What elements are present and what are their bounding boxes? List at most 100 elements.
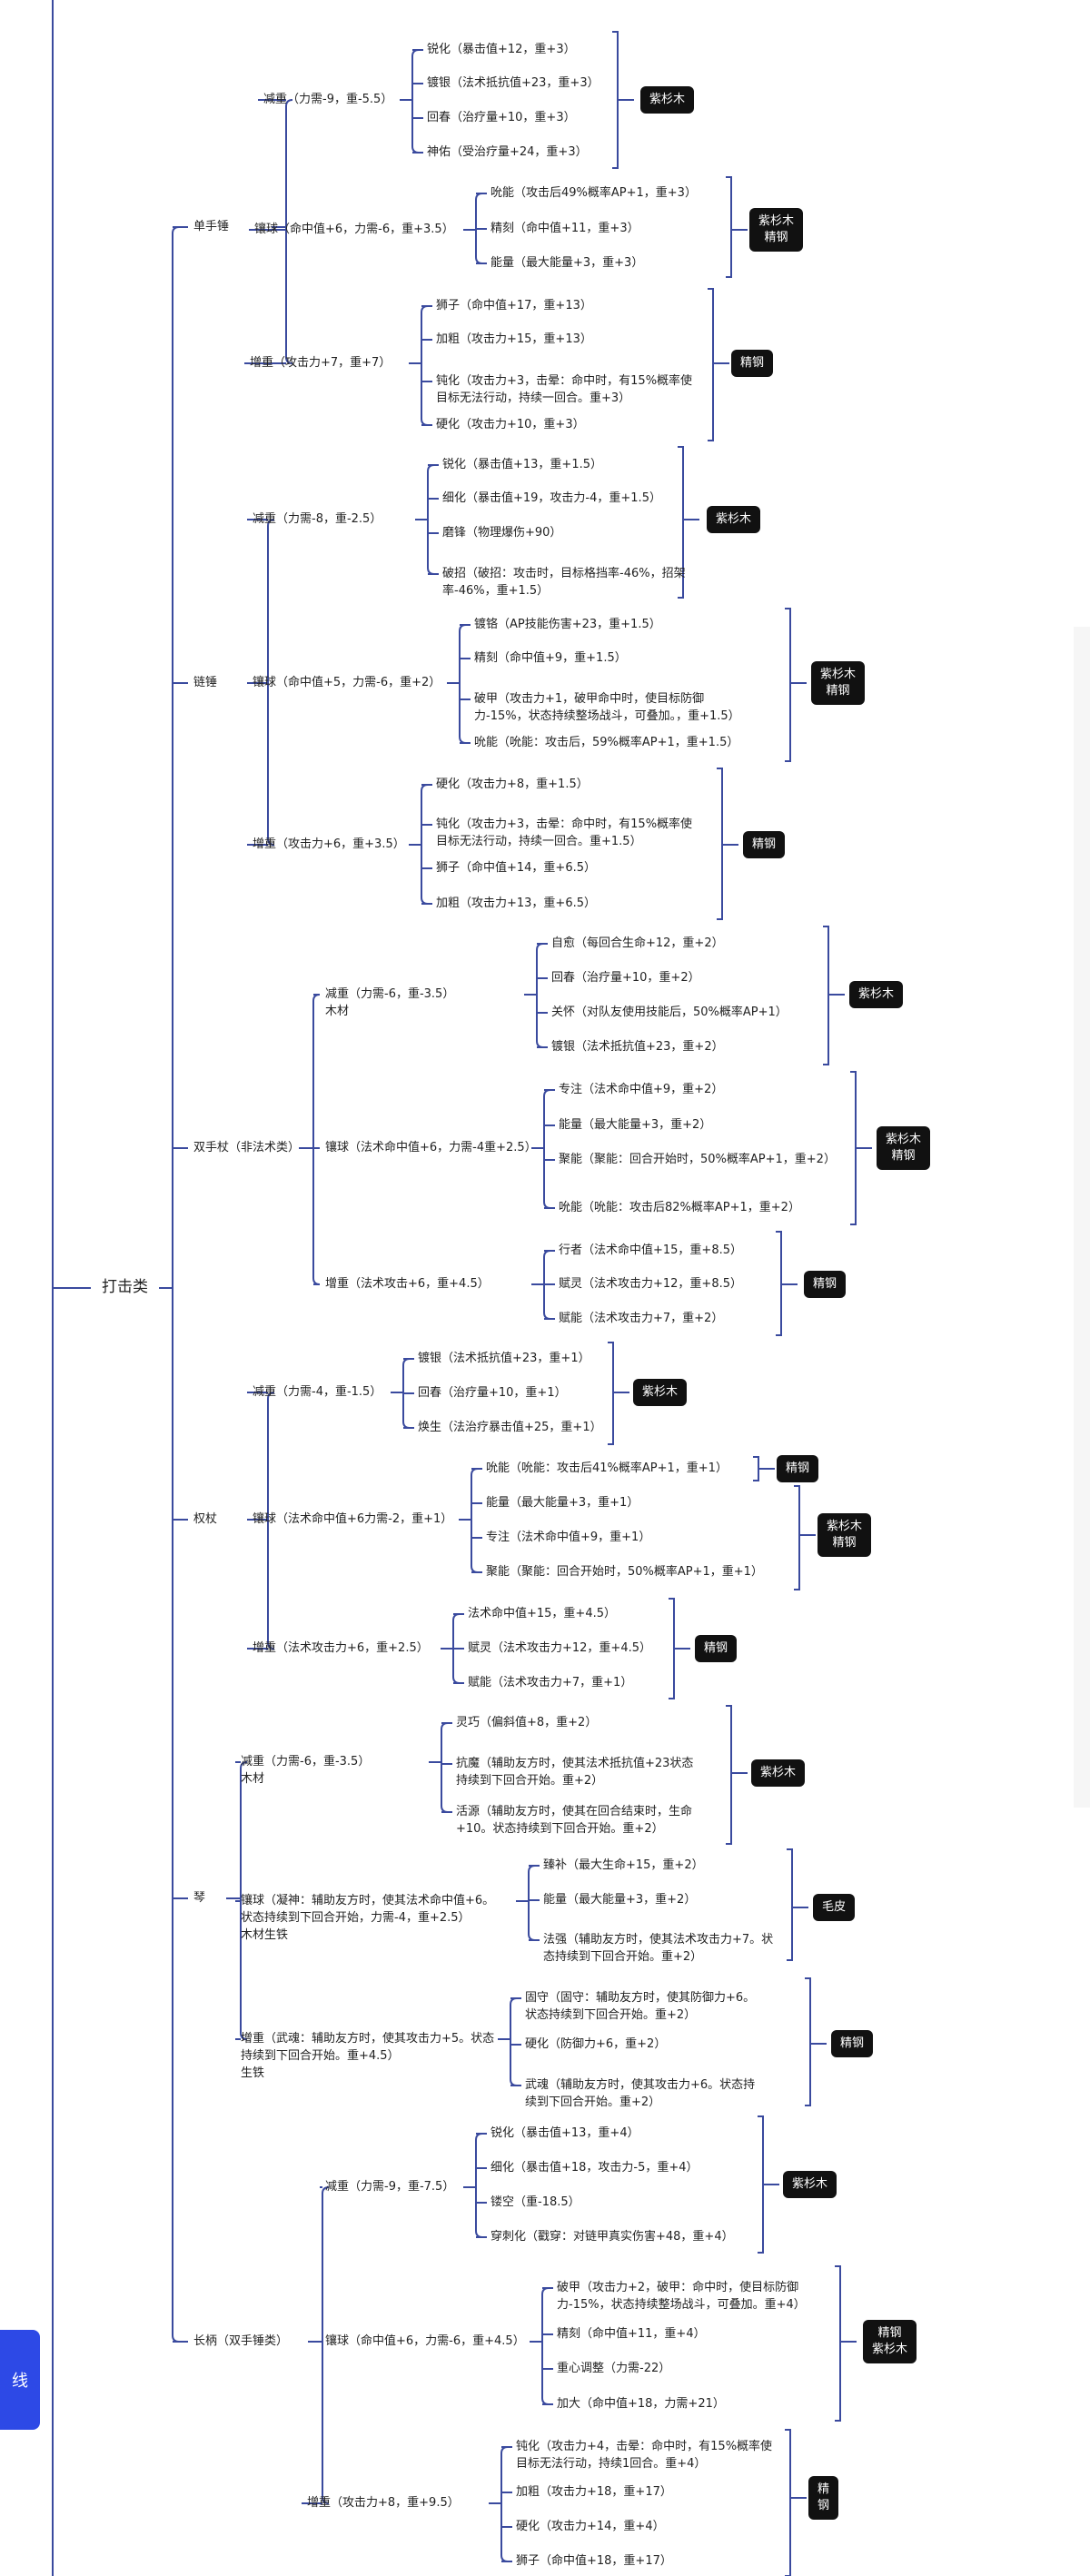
summary-brace-0-0: [612, 31, 619, 169]
material-tag[interactable]: 紫杉木: [751, 1759, 806, 1787]
sub-label: 镶球（凝神：辅助友方时，使其法术命中值+6。状态持续到下回合开始，力需-4，重+…: [241, 1894, 495, 1942]
item-label: 硬化（攻击力+8，重+1.5）: [436, 778, 589, 791]
item-label: 回春（治疗量+10，重+2）: [551, 971, 700, 985]
item-label: 关怀（对队友使用技能后，50%概率AP+1）: [551, 1006, 788, 1019]
item-label: 能量（最大能量+3，重+2）: [543, 1893, 697, 1907]
group-label: 长柄（双手锤类）: [193, 2334, 289, 2348]
summary-brace2-3-1: [753, 1456, 759, 1481]
material-tag[interactable]: 精钢: [695, 1635, 738, 1662]
item-label: 锐化（暴击值+13，重+4）: [490, 2126, 639, 2140]
sub-label: 增重（攻击力+6，重+3.5）: [253, 837, 405, 851]
material-tag[interactable]: 紫杉木: [783, 2171, 837, 2198]
item-label: 吮能（吮能：攻击后82%概率AP+1，重+2）: [559, 1201, 800, 1214]
group-label: 权杖: [193, 1512, 218, 1526]
material-tag[interactable]: 精钢: [777, 1455, 819, 1482]
item-label: 吮能（吮能：攻击后，59%概率AP+1，重+1.5）: [474, 736, 739, 749]
item-label: 吮能（吮能：攻击后41%概率AP+1，重+1）: [486, 1461, 728, 1475]
item-label: 穿刺化（戳穿：对链甲真实伤害+48，重+4）: [490, 2230, 734, 2244]
item-spine-5-0: [475, 2133, 483, 2238]
item-label: 能量（最大能量+3，重+1）: [486, 1496, 639, 1510]
summary-brace-1-2: [717, 768, 723, 920]
summary-brace-3-2: [669, 1598, 675, 1699]
item-label: 赋灵（法术攻击力+12，重+4.5）: [468, 1641, 652, 1655]
material-tag[interactable]: 毛皮: [813, 1894, 856, 1921]
summary-brace-2-2: [776, 1231, 782, 1336]
item-label: 臻补（最大生命+15，重+2）: [543, 1858, 704, 1872]
summary-brace-3-1: [794, 1485, 800, 1590]
item-label: 硬化（攻击力+14，重+4）: [516, 2520, 665, 2533]
material-tag[interactable]: 紫杉木 精钢: [811, 661, 866, 705]
sub-label: 减重（力需-6，重-3.5） 木材: [241, 1755, 371, 1786]
item-label: 赋能（法术攻击力+7，重+1）: [468, 1676, 633, 1689]
group-label: 单手锤: [193, 220, 230, 233]
item-spine-1-2: [421, 784, 429, 905]
item-label: 破甲（攻击力+1，破甲命中时，使目标防御力-15%，状态持续整场战斗，可叠加。，…: [474, 692, 740, 723]
material-tag[interactable]: 紫杉木 精钢: [877, 1126, 931, 1170]
sub-label: 减重（力需-4，重-1.5）: [253, 1385, 382, 1399]
summary-brace-2-1: [850, 1071, 857, 1225]
item-label: 磨锋（物理爆伤+90）: [442, 526, 562, 540]
item-label: 狮子（命中值+18，重+17）: [516, 2554, 672, 2568]
item-label: 破招（破招：攻击时，目标格挡率-46%，招架率-46%，重+1.5）: [442, 567, 686, 598]
item-spine-0-2: [421, 305, 429, 426]
item-spine-0-0: [411, 49, 420, 154]
material-tag[interactable]: 精钢: [743, 831, 786, 858]
item-label: 镂空（重-18.5）: [490, 2195, 580, 2209]
item-label: 破甲（攻击力+2，破甲：命中时，使目标防御力-15%，状态持续整场战斗，可叠加。…: [557, 2281, 806, 2312]
item-label: 钝化（攻击力+3，击晕：命中时，有15%概率使目标无法行动，持续一回合。重+3）: [436, 374, 693, 405]
item-label: 回春（治疗量+10，重+3）: [427, 111, 576, 124]
item-label: 吮能（攻击后49%概率AP+1，重+3）: [490, 186, 697, 200]
summary-brace-3-0: [608, 1342, 614, 1445]
material-tag[interactable]: 精钢 紫杉木: [863, 2320, 917, 2363]
summary-brace-2-0: [823, 926, 829, 1065]
sub-label: 减重（力需-9，重-7.5）: [325, 2180, 455, 2194]
sub-label: 镶球（法术命中值+6力需-2，重+1）: [253, 1512, 453, 1526]
group-label: 琴: [193, 1891, 206, 1905]
item-label: 固守（固守：辅助友方时，使其防御力+6。状态持续到下回合开始。重+2）: [525, 1991, 756, 2022]
material-tag[interactable]: 精钢: [831, 2030, 874, 2057]
item-label: 加粗（攻击力+18，重+17）: [516, 2485, 672, 2499]
item-label: 镀银（法术抵抗值+23，重+1）: [418, 1352, 590, 1365]
material-tag[interactable]: 紫杉木 精钢: [749, 208, 804, 252]
sub-label: 镶球（命中值+6，力需-6，重+3.5）: [254, 223, 454, 236]
item-label: 聚能（聚能：回合开始时，50%概率AP+1，重+2）: [559, 1153, 836, 1166]
item-label: 回春（治疗量+10，重+1）: [418, 1386, 567, 1400]
item-label: 行者（法术命中值+15，重+8.5）: [559, 1243, 743, 1257]
material-tag[interactable]: 紫杉木 精钢: [818, 1513, 872, 1557]
summary-brace-4-1: [787, 1848, 793, 1961]
sub-label: 增重（攻击力+8，重+9.5）: [307, 2496, 460, 2510]
item-label: 锐化（暴击值+13，重+1.5）: [442, 458, 603, 471]
item-label: 细化（暴击值+18，攻击力-5，重+4）: [490, 2161, 699, 2175]
material-tag[interactable]: 紫杉木: [633, 1379, 688, 1406]
item-label: 精刻（命中值+11，重+3）: [490, 222, 639, 235]
item-spine-4-2: [510, 1997, 518, 2086]
sub-spine-2: [312, 994, 321, 1285]
sub-label: 减重（力需-6，重-3.5） 木材: [325, 987, 455, 1018]
material-tag[interactable]: 精钢: [804, 1271, 847, 1298]
summary-brace-5-1: [835, 2265, 841, 2422]
side-tab[interactable]: 线: [0, 2330, 40, 2430]
item-spine-2-1: [543, 1089, 551, 1209]
material-tag[interactable]: 紫杉木: [849, 981, 904, 1008]
item-label: 加粗（攻击力+15，重+13）: [436, 332, 592, 346]
material-tag[interactable]: 精 钢: [808, 2476, 839, 2520]
item-label: 精刻（命中值+11，重+4）: [557, 2327, 706, 2341]
item-label: 镀银（法术抵抗值+23，重+2）: [551, 1040, 724, 1054]
root-node: 打击类: [102, 1278, 148, 1296]
sub-label: 镶球（命中值+5，力需-6，重+2）: [253, 676, 441, 689]
item-label: 加大（命中值+18，力需+21）: [557, 2397, 725, 2411]
item-label: 锐化（暴击值+12，重+3）: [427, 43, 576, 56]
item-label: 能量（最大能量+3，重+2）: [559, 1118, 712, 1132]
sub-label: 增重（法术攻击+6，重+4.5）: [325, 1277, 490, 1291]
sub-spine-0: [285, 99, 293, 364]
item-label: 硬化（攻击力+10，重+3）: [436, 418, 585, 431]
item-label: 硬化（防御力+6，重+2）: [525, 2037, 667, 2051]
item-label: 钝化（攻击力+4，击晕：命中时，有15%概率使目标无法行动，持续1回合。重+4）: [516, 2440, 773, 2471]
material-tag[interactable]: 精钢: [731, 350, 774, 377]
group-spine: [172, 226, 180, 2343]
material-tag[interactable]: 紫杉木: [640, 86, 695, 114]
item-label: 抗魔（辅助友方时，使其法术抵抗值+23状态持续到下回合开始。重+2）: [456, 1757, 694, 1788]
material-tag[interactable]: 紫杉木: [707, 506, 761, 533]
summary-brace-4-2: [805, 1977, 811, 2106]
